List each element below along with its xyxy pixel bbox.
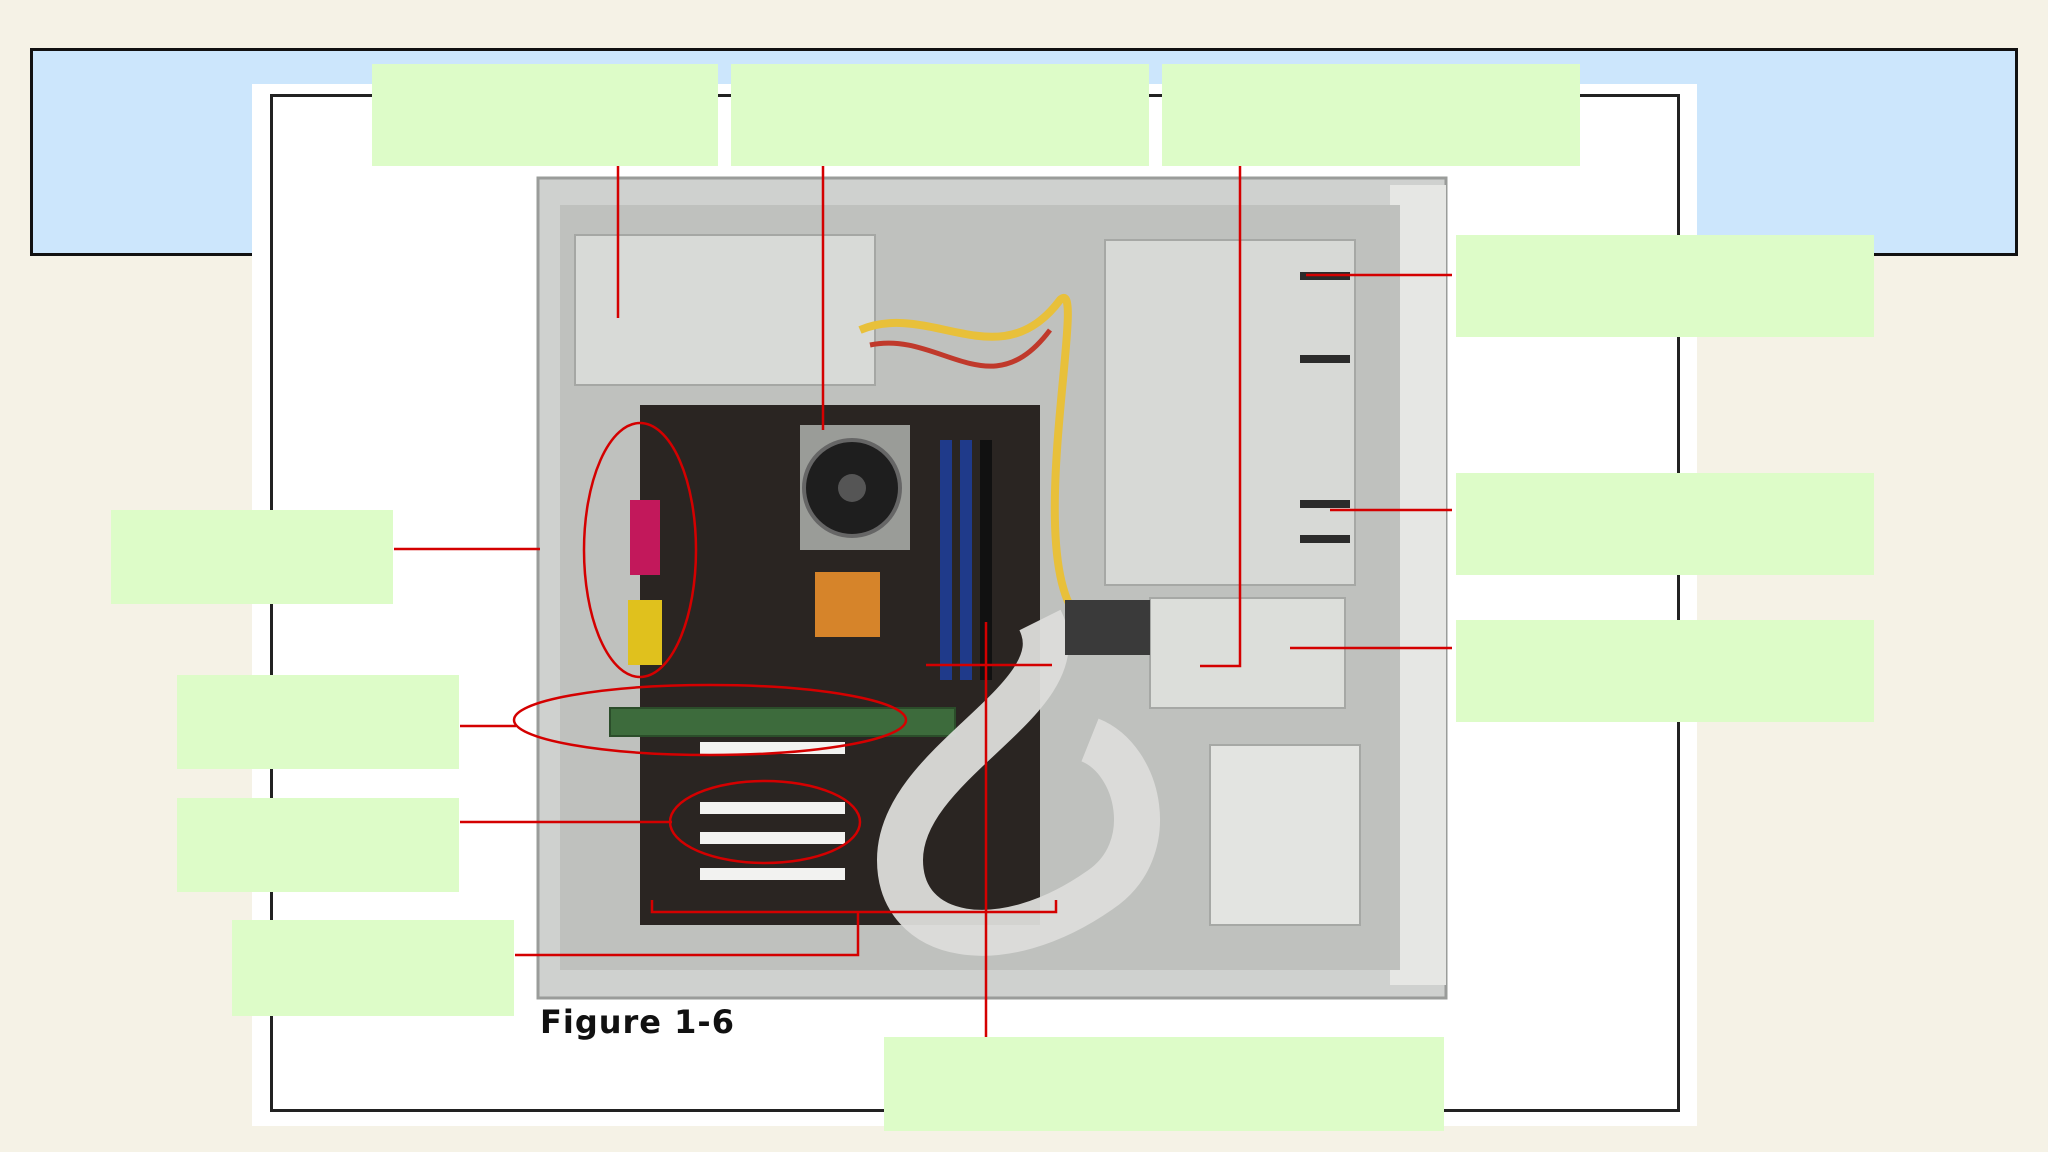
power-wires [858, 293, 1084, 623]
label-box-drive-bay [1162, 64, 1580, 166]
label-box-ports [111, 510, 393, 604]
callout-ellipse-ports [582, 421, 698, 679]
memory-slot-3 [980, 440, 992, 680]
drive-cage [1104, 239, 1356, 586]
label-box-optical-drive-bay [1456, 235, 1874, 337]
label-box-pci-slots [177, 798, 459, 892]
callout-line-drive-bay [1200, 165, 1242, 668]
chipset-heatsink [815, 572, 880, 637]
floppy-drive-cage [1149, 597, 1346, 709]
power-supply-unit [574, 234, 876, 386]
pci-slot-3 [700, 832, 845, 844]
label-box-ribbon-cables [884, 1037, 1444, 1131]
pci-slot-4 [700, 868, 845, 880]
io-port-serial [630, 500, 660, 575]
case-fan-housing [1209, 744, 1361, 926]
ribbon-cable [876, 609, 1160, 956]
drive-bay-slot-3 [1300, 500, 1350, 508]
io-port-usb [628, 600, 662, 665]
memory-slot-1 [940, 440, 952, 680]
callout-ellipse-video-card [512, 683, 908, 757]
memory-slot-2 [960, 440, 972, 680]
callout-line-motherboard [515, 912, 860, 957]
cpu-fan-hub [838, 474, 866, 502]
callouts [394, 165, 1452, 1038]
callout-ellipse-pci [668, 779, 862, 865]
label-box-motherboard [232, 920, 514, 1016]
pci-slot-2 [700, 802, 845, 814]
label-box-floppy-drive [1456, 620, 1874, 722]
label-box-hard-drive-bay [1456, 473, 1874, 575]
drive-bay-slot-2 [1300, 355, 1350, 363]
drive-bay-slot-4 [1300, 535, 1350, 543]
label-box-cpu-fan [731, 64, 1149, 166]
callout-bracket-motherboard [650, 900, 1058, 914]
video-card [609, 707, 956, 737]
figure-caption: Figure 1-6 [540, 1003, 735, 1041]
power-wires-red [869, 328, 1052, 369]
label-box-video-card [177, 675, 459, 769]
floppy-drive [1065, 600, 1150, 655]
label-box-power-supply [372, 64, 718, 166]
